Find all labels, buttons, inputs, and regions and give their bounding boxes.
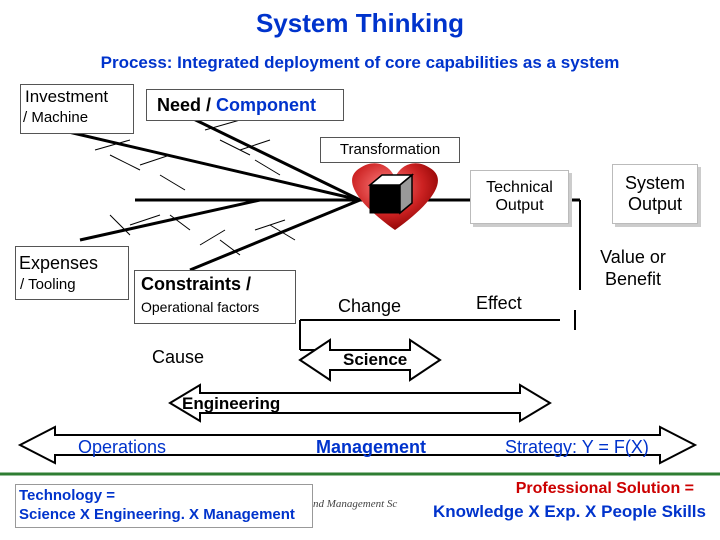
engineering-label: Engineering (182, 394, 281, 413)
page-title: System Thinking (255, 8, 465, 38)
expenses-box: Expenses / Tooling (15, 246, 129, 300)
science-arrow (298, 338, 442, 382)
system-output-box: System Output (612, 164, 698, 224)
change-label: Change (338, 296, 402, 316)
management-arrow (17, 425, 698, 465)
bone-need (174, 108, 361, 202)
strategy-label: Strategy: Y = F(X) (505, 437, 649, 457)
constraints-box: Constraints / Operational factors (134, 270, 296, 324)
management-label: Management (316, 437, 427, 457)
need-component-box: Need / Component (146, 89, 344, 121)
science-label: Science (343, 350, 408, 369)
cause-label: Cause (152, 347, 205, 367)
system-output-label: System Output (624, 173, 685, 214)
engineering-arrow (168, 383, 552, 423)
footer-center-text: nd Management Sc (313, 498, 398, 510)
technology-box: Technology = Science X Engineering. X Ma… (15, 484, 313, 528)
technology-line2: Science X Engineering. X Management (19, 506, 295, 523)
transformation-box: Transformation (320, 137, 460, 163)
technical-output-box: Technical Output (470, 170, 569, 224)
component-label: Component (216, 95, 317, 115)
investment-box: Investment / Machine (20, 84, 134, 134)
investment-label: Investment (25, 87, 109, 106)
professional-line1: Professional Solution = (515, 480, 694, 497)
professional-box: Professional Solution = Knowledge X Exp.… (410, 478, 708, 528)
constraints-label: Constraints / (141, 274, 252, 294)
bone-expenses (79, 198, 261, 242)
operational-factors-label: Operational factors (141, 299, 260, 315)
technical-output-label: Technical Output (486, 179, 553, 214)
professional-line2: Knowledge X Exp. X People Skills (432, 502, 706, 521)
machine-label: / Machine (23, 109, 89, 126)
tooling-label: / Tooling (20, 276, 76, 293)
bone-investment (59, 128, 361, 202)
operations-label: Operations (78, 437, 167, 457)
bone-constraints (189, 198, 361, 272)
technology-line1: Technology = (19, 487, 115, 504)
expenses-label: Expenses (19, 253, 99, 273)
value-benefit-label: Value or Benefit (600, 247, 666, 289)
page-subtitle: Process: Integrated deployment of core c… (100, 53, 620, 72)
effect-label: Effect (476, 293, 522, 313)
need-label: Need / (157, 95, 212, 115)
cube-icon (367, 173, 415, 215)
